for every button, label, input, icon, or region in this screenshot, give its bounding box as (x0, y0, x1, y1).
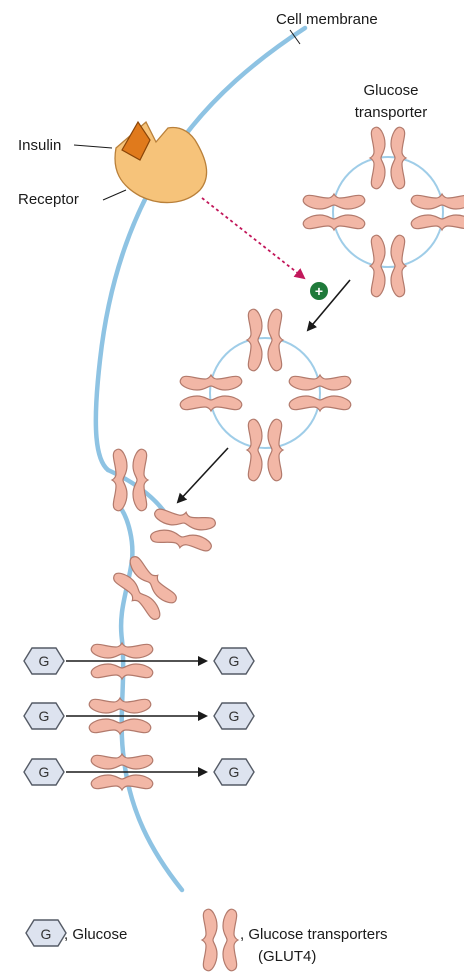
insulin-molecule (121, 120, 151, 161)
glucose-outside: G (23, 647, 65, 675)
cell-membrane-label: Cell membrane (276, 11, 378, 28)
glucose-letter: G (39, 764, 50, 780)
glucose-letter: G (229, 708, 240, 724)
insulin-signal-arrow (201, 197, 306, 280)
glucose-letter: G (39, 653, 50, 669)
glucose-flux-rows: G G G G G G (23, 642, 255, 791)
glucose-inside: G (213, 647, 255, 675)
glucose-letter: G (39, 708, 50, 724)
insulin-label: Insulin (18, 137, 61, 154)
transporter (148, 506, 218, 554)
svg-text:+: + (315, 283, 323, 299)
glucose-outside: G (23, 758, 65, 786)
vesicle-move-arrow-2 (176, 447, 229, 504)
glucose-inside: G (213, 758, 255, 786)
insulin-receptor (114, 120, 208, 204)
receptor-label: Receptor (18, 191, 79, 208)
vesicle-middle (179, 308, 352, 482)
svg-text:G: G (41, 926, 52, 942)
cell-membrane-leader (289, 29, 301, 45)
glucose-transporter-label-line2: transporter (355, 104, 428, 121)
transporter (410, 193, 464, 231)
vesicle-upper (302, 126, 464, 298)
legend-glucose-label: , Glucose (64, 926, 127, 943)
glucose-inside: G (213, 702, 255, 730)
glucose-transporter-label-line1: Glucose (363, 82, 418, 99)
legend-transporters-label: , Glucose transporters (240, 926, 388, 943)
insulin-leader (73, 144, 113, 149)
legend-transporter-icon (201, 908, 239, 972)
transporter (246, 308, 284, 372)
vesicle-move-arrow-1 (306, 279, 351, 332)
glucose-letter: G (229, 764, 240, 780)
legend-glucose-icon: G (25, 919, 67, 947)
glucose-outside: G (23, 702, 65, 730)
glucose-letter: G (229, 653, 240, 669)
legend: G , Glucose , Glucose transporters (GLUT… (25, 908, 388, 972)
receptor-leader (102, 189, 127, 201)
legend-glut4-label: (GLUT4) (258, 948, 316, 965)
transporter (246, 418, 284, 482)
stimulation-plus-icon: + (310, 282, 328, 300)
